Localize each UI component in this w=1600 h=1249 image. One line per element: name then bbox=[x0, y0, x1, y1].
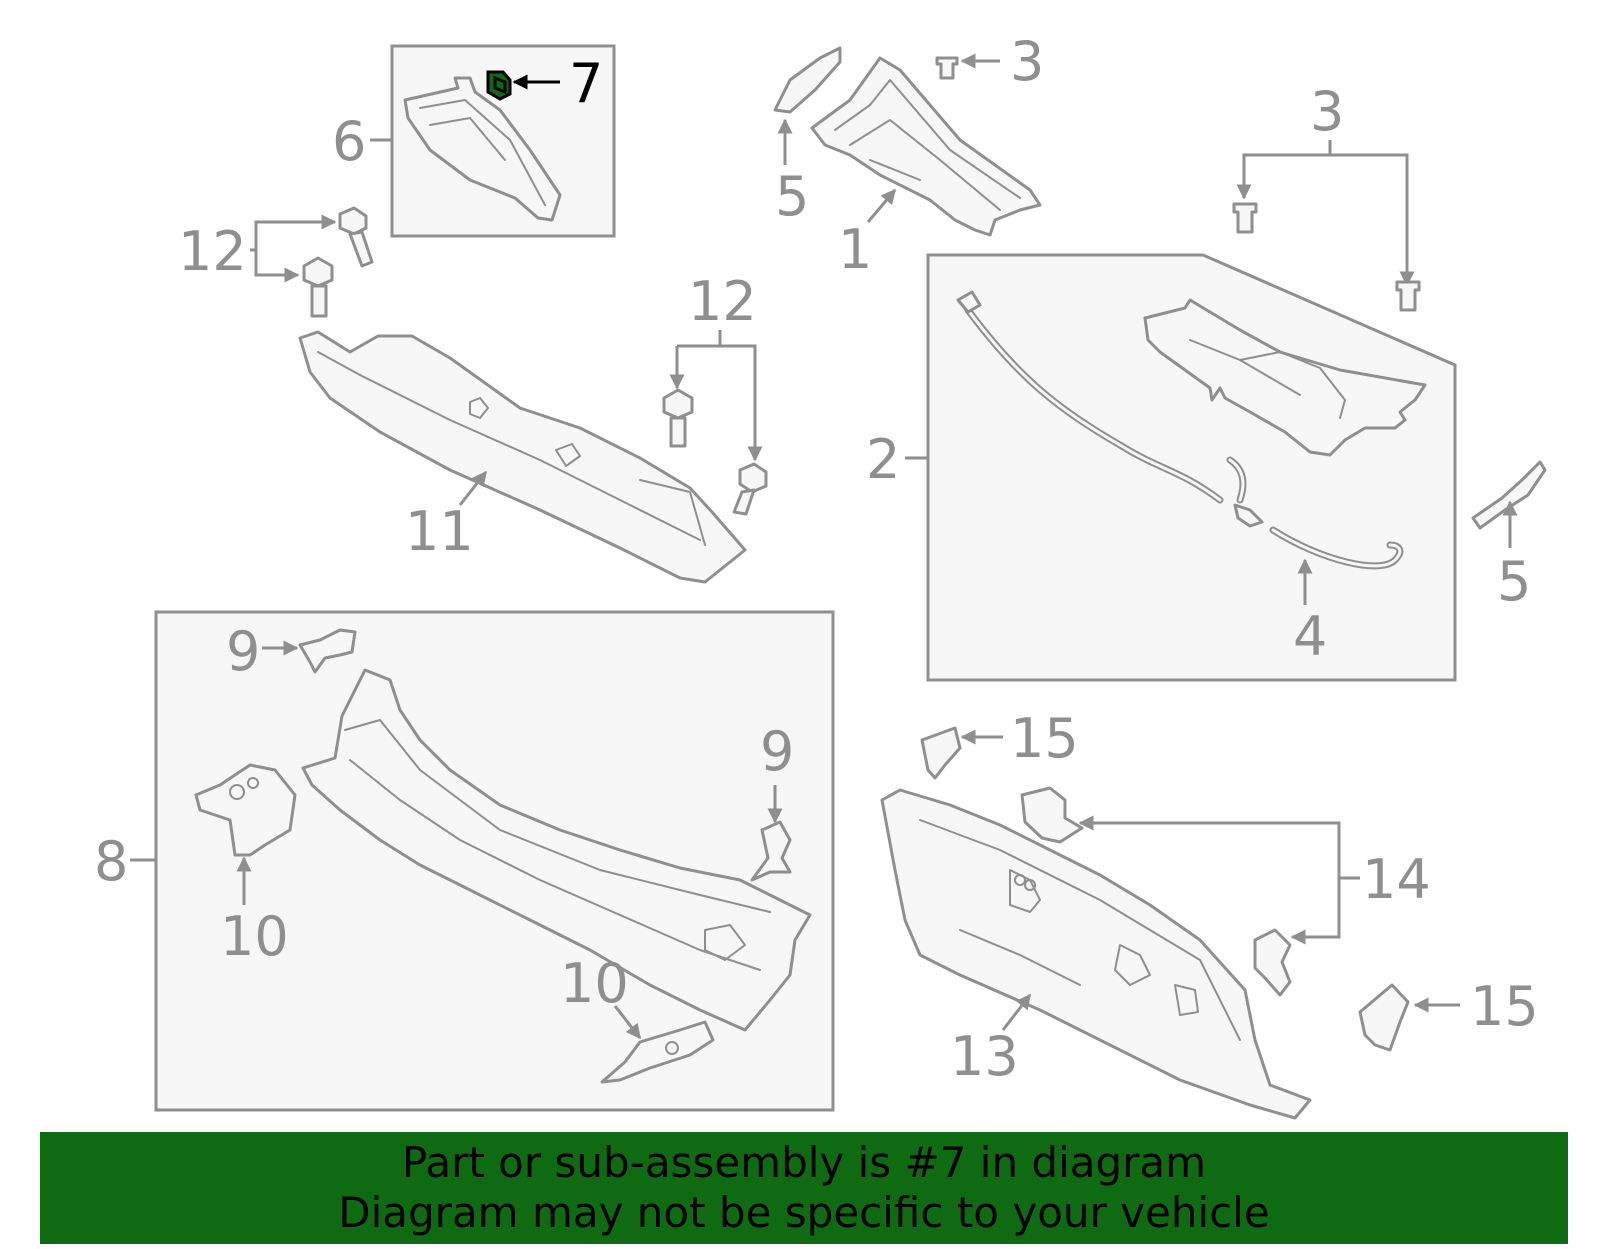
washer-hose-long bbox=[956, 290, 1224, 504]
seal-part-5-top bbox=[773, 46, 842, 114]
leader-10-bottom bbox=[613, 1005, 642, 1040]
banner-line-2: Diagram may not be specific to your vehi… bbox=[338, 1188, 1270, 1237]
insulator-part-15-top bbox=[920, 726, 962, 780]
clip-part-3-b bbox=[1395, 280, 1421, 312]
info-banner: Part or sub-assembly is #7 in diagram Di… bbox=[40, 1132, 1568, 1244]
callout-12-left: 12 bbox=[178, 220, 247, 283]
clip-part-3-top bbox=[935, 56, 959, 80]
callout-6: 6 bbox=[332, 110, 366, 173]
bracket-part-9-top bbox=[298, 628, 357, 674]
bolt-part-12-d bbox=[732, 462, 768, 516]
cowl-side-cover-part bbox=[403, 76, 562, 222]
leader-3-right bbox=[1242, 153, 1409, 283]
callout-2: 2 bbox=[866, 428, 900, 491]
bracket-part-10-left bbox=[194, 763, 297, 857]
callout-11: 11 bbox=[405, 500, 474, 563]
bracket-part-9-right bbox=[750, 820, 792, 882]
cowl-cover-part bbox=[1143, 298, 1427, 457]
cowl-panel-part-8 bbox=[301, 668, 812, 1032]
bracket-part-14-top bbox=[1020, 786, 1084, 844]
callout-15-right: 15 bbox=[1470, 975, 1539, 1038]
bolt-part-12-c bbox=[662, 388, 694, 448]
seal-part-5-right bbox=[1471, 460, 1547, 530]
callout-13: 13 bbox=[950, 1025, 1019, 1088]
callout-7: 7 bbox=[569, 52, 603, 115]
callout-3-top: 3 bbox=[1010, 30, 1044, 93]
leader-12-right bbox=[677, 344, 757, 452]
callout-10-left: 10 bbox=[220, 905, 289, 968]
callout-8: 8 bbox=[94, 830, 128, 893]
part-7-highlighted-clip[interactable] bbox=[486, 70, 512, 101]
callout-3-right: 3 bbox=[1310, 80, 1344, 143]
bracket-part-10-bottom bbox=[600, 1020, 715, 1084]
leader-12-left-a bbox=[250, 220, 332, 252]
callout-10-bottom: 10 bbox=[560, 952, 629, 1015]
leader-13 bbox=[1001, 993, 1032, 1031]
leader-11 bbox=[458, 470, 488, 506]
hose-part-4 bbox=[1226, 456, 1404, 570]
cross-member-part-11 bbox=[298, 330, 747, 584]
clip-part-3-a bbox=[1232, 202, 1258, 234]
leader-1 bbox=[866, 188, 897, 223]
bolt-part-12-a bbox=[338, 206, 374, 268]
bracket-part-14-bottom bbox=[1253, 928, 1292, 997]
banner-line-1: Part or sub-assembly is #7 in diagram bbox=[401, 1138, 1207, 1187]
dash-panel-part-13 bbox=[880, 788, 1312, 1120]
callout-12-right: 12 bbox=[688, 270, 757, 333]
leader-12-left-b bbox=[254, 250, 295, 277]
insulator-part-15-right bbox=[1358, 983, 1410, 1052]
cowl-top-panel-part-1 bbox=[810, 56, 1042, 237]
callout-9-top: 9 bbox=[226, 620, 260, 683]
bolt-part-12-b bbox=[302, 256, 334, 318]
callout-5-right: 5 bbox=[1497, 550, 1531, 613]
subassembly-box-2 bbox=[926, 253, 1457, 682]
callout-4: 4 bbox=[1293, 605, 1327, 668]
callout-9-right: 9 bbox=[760, 720, 794, 783]
callout-5-top: 5 bbox=[775, 165, 809, 228]
callout-14: 14 bbox=[1362, 848, 1431, 911]
callout-15-top: 15 bbox=[1010, 707, 1079, 770]
callout-1: 1 bbox=[838, 218, 872, 281]
